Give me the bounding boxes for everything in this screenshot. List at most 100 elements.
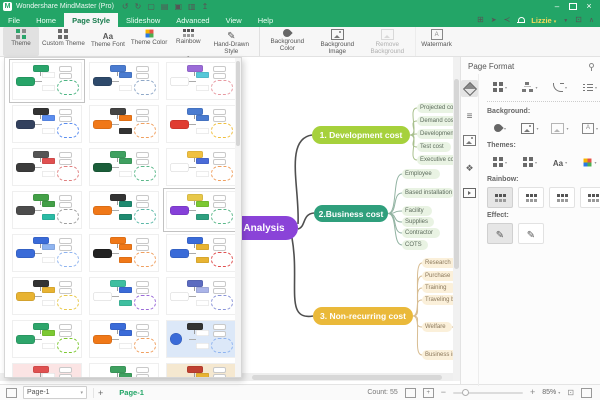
mindmap-subtopic[interactable]: Development cost bbox=[417, 129, 453, 139]
ribbon-button[interactable]: Theme Color bbox=[128, 27, 170, 56]
panel-tab-icon[interactable] bbox=[461, 106, 478, 123]
rainbow-option-button[interactable] bbox=[518, 187, 544, 208]
ribbon-button[interactable]: Remove Background bbox=[362, 27, 417, 56]
mindmap-subtopic[interactable]: Research bbox=[422, 258, 453, 268]
normal-view-icon[interactable] bbox=[581, 387, 592, 398]
format-tool-button[interactable] bbox=[547, 78, 573, 96]
menubar-icon[interactable] bbox=[477, 16, 484, 24]
effect-option-button[interactable] bbox=[518, 223, 544, 244]
zoom-slider-thumb[interactable] bbox=[462, 388, 469, 396]
themes-tool-button[interactable] bbox=[577, 153, 600, 171]
zoom-level[interactable]: 85% bbox=[542, 389, 560, 396]
panel-tab-icon[interactable] bbox=[461, 184, 478, 201]
mindmap-subtopic[interactable]: Welfare bbox=[422, 322, 452, 332]
theme-thumbnail[interactable] bbox=[89, 62, 159, 100]
mindmap-topic[interactable]: 3. Non-recurring cost bbox=[313, 307, 413, 325]
theme-thumbnail[interactable] bbox=[166, 363, 236, 377]
menubar-icon[interactable] bbox=[491, 16, 497, 24]
mindmap-subtopic[interactable]: Test cost bbox=[417, 142, 451, 152]
menu-tab[interactable]: Home bbox=[36, 15, 57, 25]
theme-thumbnail[interactable] bbox=[12, 363, 82, 377]
pin-icon[interactable] bbox=[589, 62, 594, 71]
mindmap-subtopic[interactable]: Training bbox=[422, 283, 453, 293]
zoom-in-button[interactable]: + bbox=[530, 387, 536, 397]
effect-option-button[interactable] bbox=[487, 223, 513, 244]
background-tool-button[interactable] bbox=[487, 119, 513, 137]
theme-thumbnail[interactable] bbox=[89, 320, 159, 358]
slideshow-icon[interactable] bbox=[404, 387, 416, 398]
mindmap-subtopic[interactable]: Traveling business bbox=[422, 295, 453, 305]
page-tab[interactable]: Page-1 bbox=[119, 388, 144, 397]
theme-thumbnail[interactable] bbox=[166, 277, 236, 315]
theme-thumbnail[interactable] bbox=[12, 105, 82, 143]
menu-tab[interactable]: Advanced bbox=[176, 15, 210, 25]
background-tool-button[interactable] bbox=[547, 119, 573, 137]
theme-thumbnail[interactable] bbox=[89, 191, 159, 229]
quick-access-icon[interactable] bbox=[202, 3, 209, 11]
new-page-icon[interactable] bbox=[422, 387, 434, 398]
minimize-button[interactable] bbox=[550, 1, 564, 12]
theme-thumbnail[interactable] bbox=[89, 105, 159, 143]
view-mode-icon[interactable] bbox=[6, 387, 17, 398]
theme-thumbnail[interactable] bbox=[89, 234, 159, 272]
menu-tab[interactable]: View bbox=[225, 15, 242, 25]
background-tool-button[interactable] bbox=[577, 119, 600, 137]
mindmap-subtopic[interactable]: Supplies bbox=[402, 217, 434, 227]
theme-thumbnail[interactable] bbox=[12, 148, 82, 186]
menubar-icon[interactable] bbox=[575, 16, 582, 24]
mindmap-subtopic[interactable]: Employee bbox=[402, 169, 440, 179]
close-button[interactable] bbox=[582, 1, 596, 12]
rainbow-option-button[interactable] bbox=[549, 187, 575, 208]
theme-thumbnail[interactable] bbox=[12, 277, 82, 315]
theme-thumbnail[interactable] bbox=[166, 234, 236, 272]
menu-tab[interactable]: Page Style bbox=[64, 13, 119, 27]
ribbon-button[interactable]: Watermark bbox=[418, 27, 455, 56]
quick-access-icon[interactable] bbox=[161, 3, 169, 11]
mindmap-subtopic[interactable]: Based installation bbox=[402, 188, 453, 198]
menu-tab[interactable]: Help bbox=[257, 15, 274, 25]
user-account-button[interactable]: Lizzie bbox=[531, 16, 556, 25]
ribbon-button[interactable]: Theme bbox=[3, 27, 39, 56]
theme-thumbnail[interactable] bbox=[166, 105, 236, 143]
themes-tool-button[interactable] bbox=[547, 153, 573, 171]
theme-thumbnail[interactable] bbox=[89, 363, 159, 377]
themes-tool-button[interactable] bbox=[487, 153, 513, 171]
theme-thumbnail[interactable] bbox=[12, 191, 82, 229]
mindmap-subtopic[interactable]: Executive condition bbox=[417, 155, 453, 165]
menubar-icon[interactable] bbox=[504, 16, 511, 24]
mindmap-subtopic[interactable]: COTS bbox=[402, 240, 428, 250]
theme-thumbnail[interactable] bbox=[12, 234, 82, 272]
mindmap-subtopic[interactable]: Business interruption bbox=[422, 350, 453, 360]
ribbon-button[interactable]: Hand-Drawn Style bbox=[206, 27, 261, 56]
quick-access-icon[interactable] bbox=[174, 3, 182, 11]
panel-tab-icon[interactable] bbox=[461, 80, 478, 97]
canvas-vertical-scrollbar[interactable] bbox=[453, 57, 460, 381]
ribbon-button[interactable]: Theme Font bbox=[88, 27, 128, 56]
mindmap-subtopic[interactable]: Contractor bbox=[402, 228, 440, 238]
theme-thumbnail[interactable] bbox=[89, 277, 159, 315]
panel-tab-icon[interactable] bbox=[461, 158, 478, 175]
rainbow-option-button[interactable] bbox=[580, 187, 600, 208]
themes-tool-button[interactable] bbox=[517, 153, 543, 171]
menubar-icon[interactable] bbox=[589, 16, 594, 24]
gallery-scrollbar[interactable] bbox=[235, 58, 241, 377]
quick-access-icon[interactable] bbox=[188, 3, 196, 11]
theme-thumbnail[interactable] bbox=[9, 59, 85, 103]
panel-tab-icon[interactable] bbox=[461, 132, 478, 149]
ribbon-button[interactable]: Custom Theme bbox=[39, 27, 88, 56]
theme-thumbnail[interactable] bbox=[166, 62, 236, 100]
format-tool-button[interactable] bbox=[577, 78, 600, 96]
theme-thumbnail[interactable] bbox=[12, 320, 82, 358]
theme-thumbnail[interactable] bbox=[166, 320, 236, 358]
ribbon-button[interactable]: Background Image bbox=[312, 27, 362, 56]
menubar-icon[interactable] bbox=[563, 16, 568, 24]
quick-access-icon[interactable] bbox=[147, 3, 155, 11]
quick-access-icon[interactable] bbox=[135, 3, 142, 11]
mindmap-subtopic[interactable]: Demand cost bbox=[417, 116, 453, 126]
theme-thumbnail[interactable] bbox=[163, 188, 239, 232]
zoom-out-button[interactable]: − bbox=[440, 387, 446, 397]
page-selector-dropdown[interactable]: Page-1 bbox=[23, 386, 87, 399]
menu-tab[interactable]: Slideshow bbox=[126, 15, 161, 25]
ribbon-button[interactable]: Rainbow bbox=[170, 27, 206, 56]
menu-tab[interactable]: File bbox=[8, 15, 21, 25]
